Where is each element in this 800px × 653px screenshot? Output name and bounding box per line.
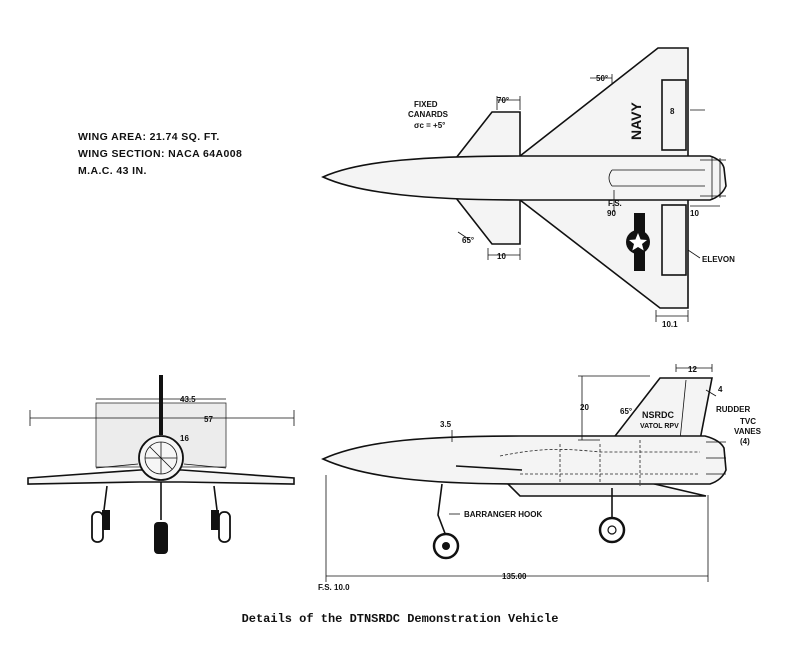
dim-10-lower-label: 10 <box>497 252 506 261</box>
figure-caption: Details of the DTNSRDC Demonstration Veh… <box>241 612 559 626</box>
nsrdc-marking: NSRDC <box>642 410 675 420</box>
elevon-upper <box>661 79 687 151</box>
tvc-label: TVC <box>740 417 756 426</box>
span-57-label: 57 <box>204 415 213 424</box>
span-43-5-label: 43.5 <box>180 395 196 404</box>
mac-text: M.A.C. 43 IN. <box>78 165 147 177</box>
elevon-label: ELEVON <box>702 255 735 264</box>
rudder-label: RUDDER <box>716 405 750 414</box>
tvc-count-label: (4) <box>740 437 750 446</box>
fs-value-label: 90 <box>607 209 616 218</box>
canard-angle-label: 65° <box>462 236 474 245</box>
dim-10-1-label: 10.1 <box>662 320 678 329</box>
dim-3-5-label: 3.5 <box>440 420 452 429</box>
dim-20-label: 20 <box>580 403 589 412</box>
top-view: NAVY FIXED CANARDS σc = +5° 70° 50° 8 F.… <box>321 47 735 329</box>
front-fin <box>159 375 163 435</box>
side-landing-gear <box>432 483 626 560</box>
dim-10-upper-label: 10 <box>690 209 699 218</box>
front-landing-gear <box>91 482 231 554</box>
wing-sweep-label: 50° <box>596 74 608 83</box>
fs-label: F.S. <box>608 199 622 208</box>
elevon-chord-label: 8 <box>670 107 675 116</box>
canard-sweep-label: 70° <box>497 96 509 105</box>
side-view: 12 4 20 65° NSRDC VATOL RPV RUDDER 3.5 T… <box>318 364 762 592</box>
fuselage-side <box>321 435 727 485</box>
dim-12-label: 12 <box>688 365 697 374</box>
specifications-block: WING AREA: 21.74 SQ. FT. WING SECTION: N… <box>78 129 242 180</box>
length-135-label: 135.00 <box>502 572 527 581</box>
wing-area-text: WING AREA: 21.74 SQ. FT. <box>78 131 220 143</box>
vanes-label: VANES <box>734 427 762 436</box>
canard-deflection-label: σc = +5° <box>414 121 445 130</box>
vatol-rpv-marking: VATOL RPV <box>640 423 679 430</box>
navy-marking: NAVY <box>628 101 644 140</box>
star-insignia-icon <box>626 213 650 271</box>
front-view: 43.5 57 16 <box>27 375 295 554</box>
elevon-lower <box>661 204 687 276</box>
barranger-hook-label: BARRANGER HOOK <box>464 510 542 519</box>
fs-10-label: F.S. 10.0 <box>318 583 350 592</box>
wing-section-text: WING SECTION: NACA 64A008 <box>78 148 243 160</box>
angle-65-label: 65° <box>620 407 632 416</box>
dim-4-label: 4 <box>718 385 723 394</box>
canard-upper <box>454 111 521 159</box>
fixed-canards-label-1: FIXED <box>414 100 438 109</box>
fixed-canards-label-2: CANARDS <box>408 110 449 119</box>
fuselage-top <box>321 155 727 201</box>
diameter-16-label: 16 <box>180 434 189 443</box>
